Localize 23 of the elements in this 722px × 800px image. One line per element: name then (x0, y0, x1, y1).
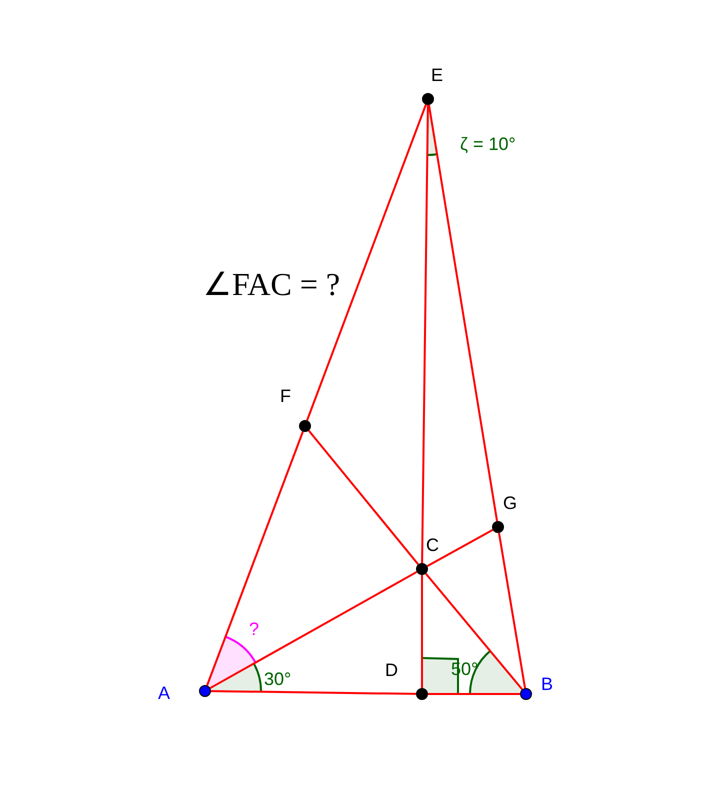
point-label: G (503, 494, 518, 512)
line-segment (425, 572, 523, 690)
line-segment (426, 529, 494, 567)
point-label: C (426, 536, 439, 554)
angle-label: 30° (264, 670, 292, 688)
line-segment (210, 690, 416, 695)
line-segment (428, 104, 498, 522)
line-segment (306, 104, 427, 421)
question-text: ∠FAC = ? (203, 268, 340, 300)
line-segment (210, 571, 418, 689)
line-segment (421, 575, 423, 688)
point-label: E (431, 66, 444, 84)
point-label: A (158, 684, 170, 702)
line-segment (421, 104, 429, 564)
angle-label: ζ = 10° (460, 135, 516, 153)
point-label: D (385, 661, 398, 679)
line-segment (308, 430, 419, 565)
line-segment (428, 693, 520, 695)
point-label: F (280, 387, 291, 405)
line-segment (498, 532, 526, 688)
angle-label: ? (249, 620, 260, 638)
line-segment (206, 431, 304, 686)
point-label: B (541, 675, 554, 693)
